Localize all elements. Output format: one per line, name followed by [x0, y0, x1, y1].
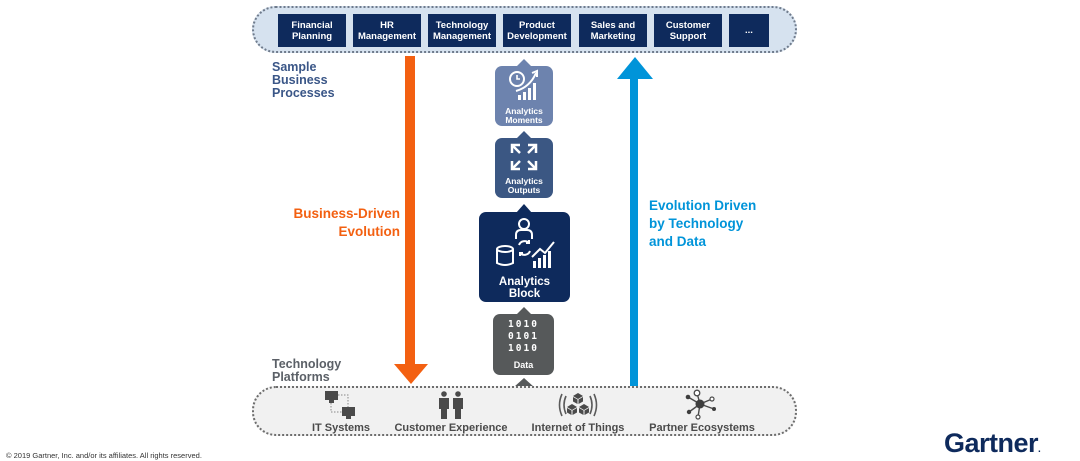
business-driven-arrow-head: [394, 364, 428, 384]
moments-connector: [516, 59, 532, 67]
data-block[interactable]: 1010 0101 1010 Data: [493, 314, 554, 375]
people-icon: [439, 391, 463, 419]
analytics-moments-block[interactable]: Analytics Moments: [495, 66, 553, 126]
business-driven-arrow-shaft: [405, 56, 415, 366]
process-more[interactable]: ...: [729, 14, 769, 47]
platform-it-systems[interactable]: IT Systems: [311, 422, 371, 434]
network-icon: [685, 389, 716, 420]
outputs-connector: [516, 131, 532, 139]
process-customer-support[interactable]: Customer Support: [654, 14, 722, 47]
analytics-outputs-block[interactable]: Analytics Outputs: [495, 138, 553, 198]
business-driven-label: Business-Driven Evolution: [293, 206, 400, 239]
it-systems-icon: [325, 391, 355, 419]
process-product-development[interactable]: Product Development: [503, 14, 571, 47]
data-bottom-connector: [514, 378, 534, 387]
platform-partner-ecosystems[interactable]: Partner Ecosystems: [649, 422, 755, 434]
technology-driven-arrow-head: [617, 57, 653, 79]
clock-growth-icon: [509, 69, 538, 100]
process-financial-planning[interactable]: Financial Planning: [278, 14, 346, 47]
business-processes-label: Sample Business Processes: [272, 60, 335, 100]
analytics-block[interactable]: Analytics Block: [479, 212, 570, 302]
process-sales-and-marketing[interactable]: Sales and Marketing: [579, 14, 647, 47]
data-top-connector: [516, 307, 532, 315]
block-connector: [516, 204, 532, 213]
technology-driven-arrow-shaft: [630, 78, 638, 386]
gartner-logo[interactable]: Gartner.: [944, 428, 1041, 458]
expand-arrows-icon: [510, 143, 538, 171]
technology-driven-label: Evolution Driven by Technology and Data: [649, 198, 757, 249]
process-technology-management[interactable]: Technology Management: [428, 14, 496, 47]
user-database-chart-icon: [495, 218, 555, 268]
copyright-notice: © 2019 Gartner, Inc. and/or its affiliat…: [6, 451, 202, 460]
binary-icon: 1010 0101 1010: [508, 319, 539, 354]
iot-cubes-icon: [558, 393, 598, 417]
technology-platforms-label: Technology Platforms: [272, 357, 342, 384]
process-hr-management[interactable]: HR Management: [353, 14, 421, 47]
platform-customer-experience[interactable]: Customer Experience: [394, 422, 508, 434]
platform-internet-of-things[interactable]: Internet of Things: [531, 422, 625, 434]
